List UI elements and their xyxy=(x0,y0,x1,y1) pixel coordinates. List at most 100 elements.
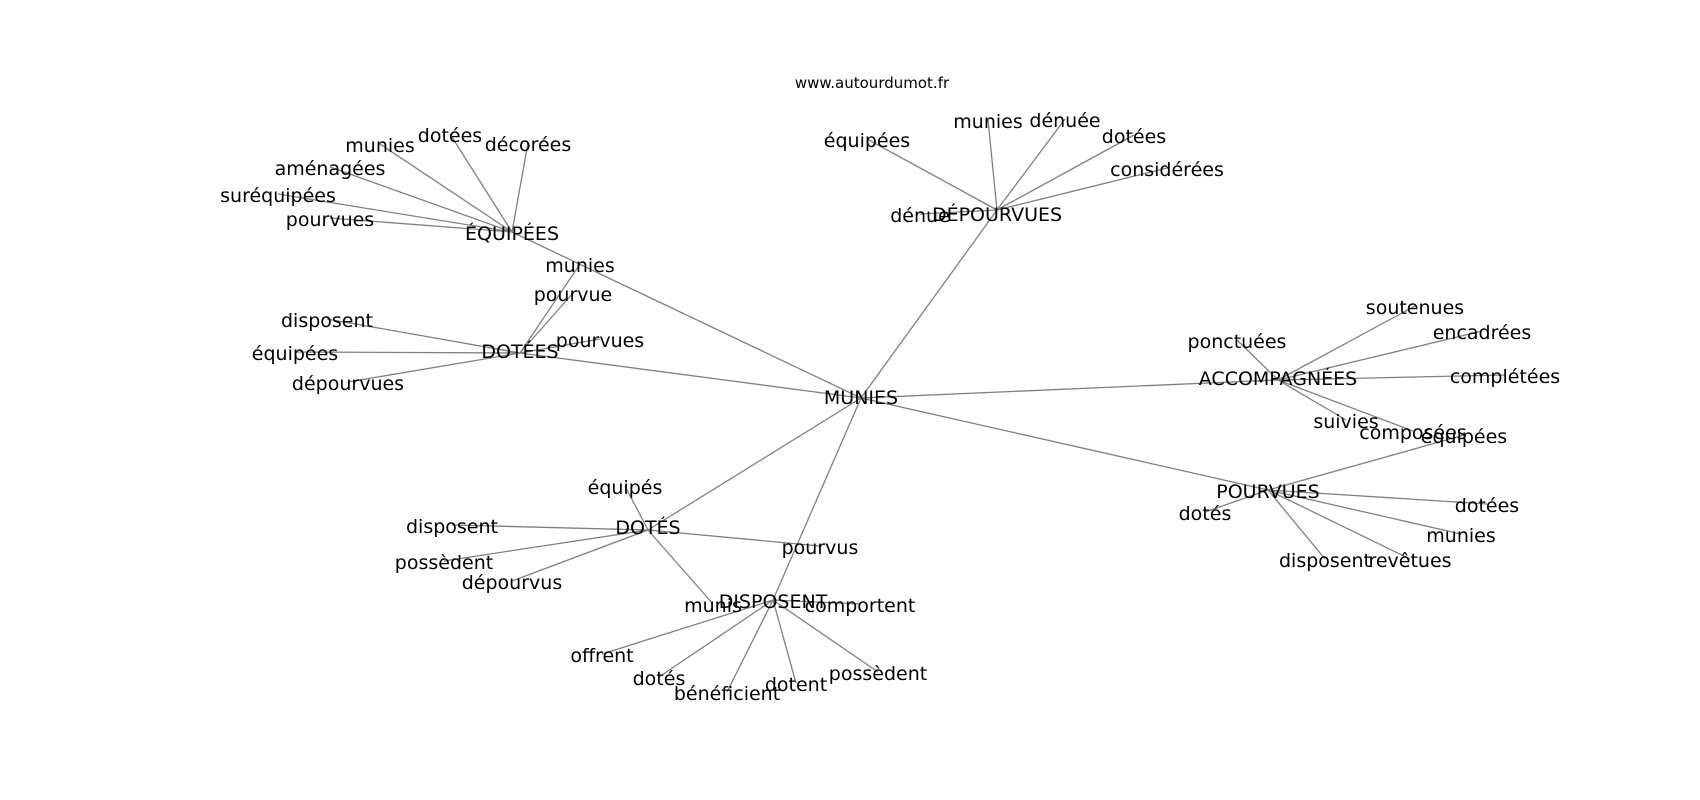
leaf-word: dotées xyxy=(1455,495,1519,517)
leaf-word: dénuée xyxy=(1029,110,1100,132)
graph-edges xyxy=(277,118,1506,693)
leaf-word: soutenues xyxy=(1366,297,1464,319)
edge-hub-to-leaf xyxy=(451,524,649,531)
edge-hub-to-leaf xyxy=(379,143,513,233)
leaf-word: dépourvus xyxy=(462,572,562,594)
hub-word: ÉQUIPÉES xyxy=(465,222,559,245)
edge-hub-to-leaf xyxy=(277,193,513,233)
leaf-word: ponctuées xyxy=(1188,331,1287,353)
edge-center-to-hub xyxy=(772,397,862,601)
leaf-word: dépourvues xyxy=(292,373,404,395)
edge-hub-to-leaf xyxy=(347,352,521,383)
edge-hub-to-leaf xyxy=(511,529,649,582)
edge-hub-to-leaf xyxy=(996,118,1066,211)
leaf-word: bénéficient xyxy=(674,683,780,705)
edge-hub-to-leaf xyxy=(726,599,774,693)
hub-word: POURVUES xyxy=(1216,481,1319,503)
leaf-word: dotées xyxy=(1102,126,1166,148)
edge-hub-to-leaf xyxy=(1267,434,1465,491)
hub-word: ACCOMPAGNÉES xyxy=(1199,367,1357,390)
edge-center-to-hub xyxy=(860,379,1279,399)
hub-word: DISPOSENT xyxy=(719,591,828,613)
leaf-word: possèdent xyxy=(829,663,927,685)
leaf-word: encadrées xyxy=(1433,322,1532,344)
edge-hub-to-leaf xyxy=(772,599,861,605)
leaf-word: dénue xyxy=(890,205,950,227)
leaf-word: revêtues xyxy=(1368,550,1451,572)
edge-hub-to-leaf xyxy=(329,166,513,233)
edge-hub-to-leaf xyxy=(1277,379,1347,421)
edge-hub-to-leaf xyxy=(1277,379,1414,432)
leaf-word: composées xyxy=(1359,422,1466,444)
edge-hub-to-leaf xyxy=(1267,489,1411,560)
edge-hub-to-leaf xyxy=(987,119,998,211)
leaf-word: pourvues xyxy=(286,209,374,231)
source-watermark: www.autourdumot.fr xyxy=(795,74,950,92)
edge-center-to-hub xyxy=(860,209,998,399)
edge-hub-to-leaf xyxy=(519,338,601,354)
edge-hub-to-leaf xyxy=(511,142,529,233)
hub-word: DÉPOURVUES xyxy=(932,203,1062,226)
leaf-word: équipées xyxy=(252,343,338,365)
edge-hub-to-leaf xyxy=(1277,330,1483,381)
edge-center-to-hub xyxy=(647,397,862,531)
leaf-word: munies xyxy=(953,111,1022,133)
edge-hub-to-leaf xyxy=(1204,489,1269,513)
edge-hub-to-leaf xyxy=(519,292,574,354)
edge-hub-to-leaf xyxy=(919,209,998,215)
edge-hub-to-leaf xyxy=(519,263,581,354)
leaf-word: pourvus xyxy=(782,537,859,559)
leaf-word: disposent xyxy=(406,516,498,538)
edge-hub-to-leaf xyxy=(329,217,513,233)
leaf-word: munies xyxy=(1426,525,1495,547)
edge-hub-to-leaf xyxy=(1236,339,1279,381)
edge-hub-to-leaf xyxy=(1267,489,1326,560)
edge-hub-to-leaf xyxy=(772,599,879,673)
edge-center-to-hub xyxy=(511,231,862,399)
leaf-word: dotés xyxy=(633,668,686,690)
edge-hub-to-leaf xyxy=(866,138,998,211)
leaf-word: équipés xyxy=(588,477,663,499)
leaf-word: équipées xyxy=(1421,426,1507,448)
leaf-word: munis xyxy=(684,595,742,617)
leaf-word: disposent xyxy=(1279,550,1371,572)
edge-hub-to-leaf xyxy=(294,351,521,354)
edge-hub-to-leaf xyxy=(1267,489,1488,505)
edge-hub-to-leaf xyxy=(658,599,774,678)
edge-hub-to-leaf xyxy=(647,529,821,547)
leaf-word: pourvues xyxy=(556,330,644,352)
edge-center-to-hub xyxy=(519,352,862,399)
leaf-word: considérées xyxy=(1110,159,1224,181)
edge-hub-to-leaf xyxy=(443,529,649,562)
edge-hub-to-leaf xyxy=(1267,489,1462,535)
center-word: MUNIES xyxy=(824,387,898,409)
edge-hub-to-leaf xyxy=(1277,374,1506,381)
edge-hub-to-leaf xyxy=(772,599,797,684)
leaf-word: suivies xyxy=(1313,411,1378,433)
edge-hub-to-leaf xyxy=(996,167,1168,211)
leaf-word: décorées xyxy=(485,134,572,156)
leaf-word: disposent xyxy=(281,310,373,332)
leaf-word: pourvue xyxy=(534,284,613,306)
leaf-word: munies xyxy=(345,135,414,157)
leaf-word: dotés xyxy=(1179,503,1232,525)
hub-word: DOTÉS xyxy=(615,516,680,539)
edge-hub-to-leaf xyxy=(326,318,521,354)
leaf-word: comportent xyxy=(805,595,916,617)
edge-hub-to-leaf xyxy=(1277,305,1416,381)
edge-hub-to-leaf xyxy=(996,134,1135,211)
leaf-word: aménagées xyxy=(275,158,386,180)
edge-hub-to-leaf xyxy=(647,529,714,605)
leaf-word: suréquipées xyxy=(220,185,336,207)
edge-hub-to-leaf xyxy=(601,599,774,655)
leaf-word: offrent xyxy=(570,645,633,667)
edge-center-to-hub xyxy=(860,397,1269,491)
leaf-word: dotées xyxy=(418,125,482,147)
leaf-word: complétées xyxy=(1450,366,1560,388)
edge-hub-to-leaf xyxy=(624,485,649,531)
leaf-word: dotent xyxy=(765,674,827,696)
leaf-word: équipées xyxy=(824,130,910,152)
leaf-word: munies xyxy=(545,255,614,277)
leaf-word: possèdent xyxy=(395,552,493,574)
